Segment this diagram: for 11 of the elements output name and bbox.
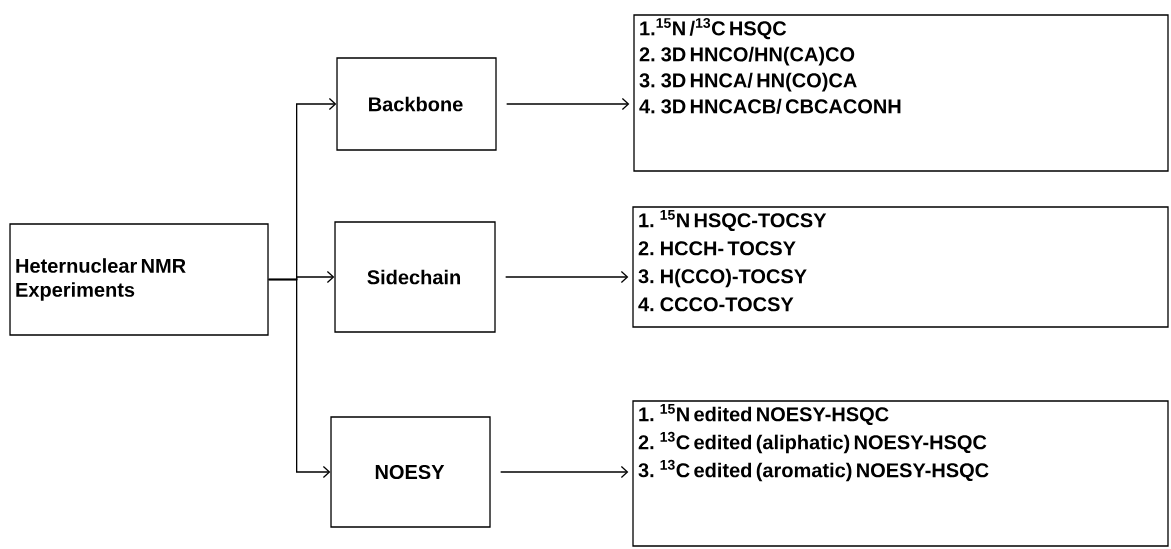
list-box: 1.$^{15}$N /$^{13}$C HSQC 2. 3D HNCO/HN(CA)CO 3. 3D HNCA/ HN(CO)CA 4. 3D HNCACB/ CBCACONH	[633, 14, 1169, 172]
list-box: 1. $^{15}$N HSQC-TOCSY 2. HCCH- TOCSY 3. H(CCO)-TOCSY 4. CCCO-TOCSY	[632, 206, 1169, 328]
process-box: NOESY	[330, 416, 491, 528]
arrow	[500, 465, 629, 479]
arrow	[505, 270, 629, 284]
process-box: Backbone	[336, 57, 497, 151]
list-box: 1. $^{15}$N edited NOESY-HSQC 2. $^{13}$C edited (aliphatic) NOESY-HSQC 3. $^{13}$C edited (aromatic) NOESY-HSQC	[632, 400, 1169, 547]
arrow	[268, 278, 331, 479]
process-box: Heternuclear NMR Experiments	[9, 223, 269, 336]
arrow	[506, 97, 630, 111]
process-box: Sidechain	[334, 221, 496, 333]
